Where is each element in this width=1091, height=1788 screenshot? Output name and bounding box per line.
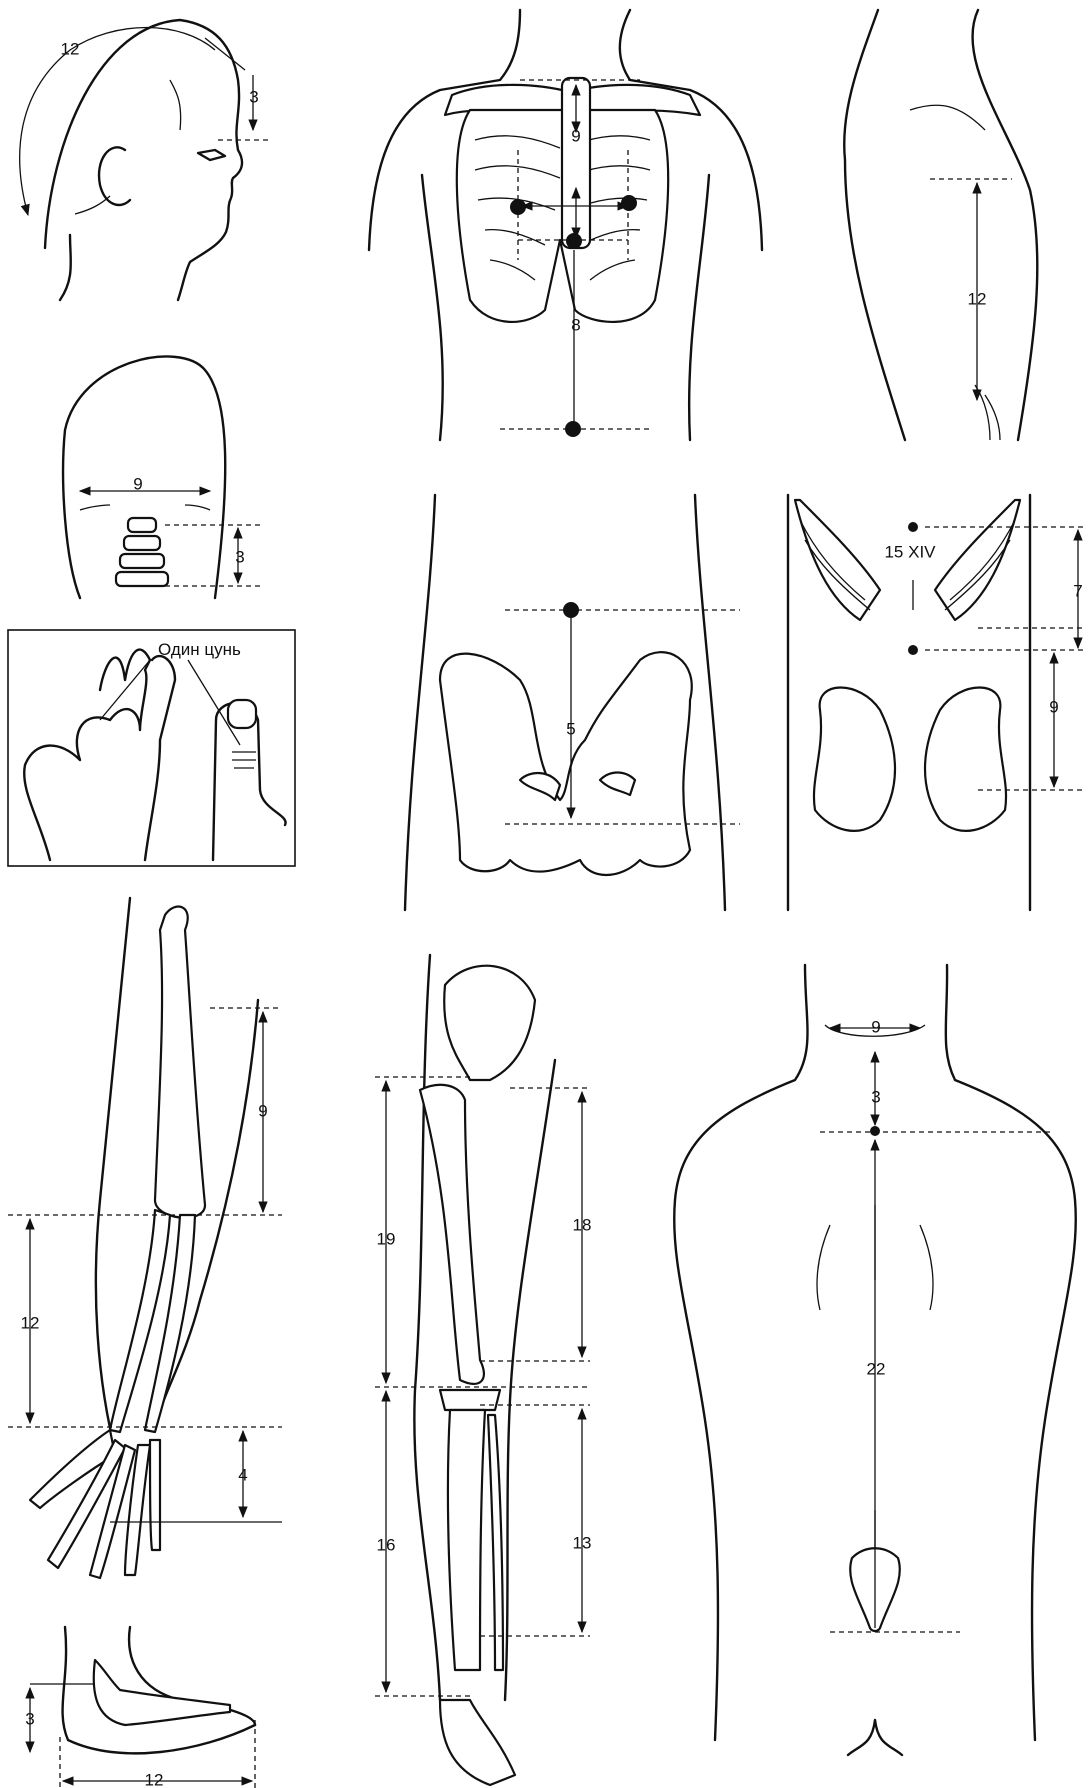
label-back-neck-width: 9 [871,1017,880,1036]
label-leg-thigh-inner: 18 [573,1215,592,1234]
label-chest-abdomen: 8 [571,315,580,334]
label-spine: 22 [867,1359,886,1378]
abdomen-pelvis-figure [405,495,740,910]
label-back-neck-height: 3 [871,1087,880,1106]
label-foot-length: 12 [145,1770,164,1788]
label-back-lumbar-vertebra: 15 XIV [884,542,936,561]
label-ankle: 3 [25,1709,34,1728]
upper-arm-side-figure [844,10,1037,440]
label-forearm: 12 [21,1313,40,1332]
label-abdomen-pelvis: 5 [566,719,575,738]
back-ribs-pelvis-figure [788,495,1085,910]
label-arm-upper: 9 [258,1101,267,1120]
label-head-side-arc: 12 [61,39,80,58]
label-wrist-hand: 4 [238,1465,247,1484]
label-head-side-forehead: 3 [249,87,258,106]
head-side-figure [20,20,268,300]
label-upper-arm: 12 [968,289,987,308]
label-leg-thigh-outer: 19 [377,1229,396,1248]
label-head-back-width: 9 [133,474,142,493]
foot-skeleton-figure [30,1627,255,1788]
label-leg-shin-inner: 13 [573,1533,592,1552]
label-back-upper: 7 [1073,581,1082,600]
head-back-figure [63,357,260,599]
leg-skeleton-figure [375,955,590,1785]
label-back-lower: 9 [1049,697,1058,716]
chest-front-figure [369,10,762,440]
finger-caption: Один цунь [158,640,241,659]
label-leg-shin-outer: 16 [377,1535,396,1554]
label-chest-sternum: 9 [571,126,580,145]
label-neck-back: 3 [235,547,244,566]
finger-cun-figure [8,630,295,866]
